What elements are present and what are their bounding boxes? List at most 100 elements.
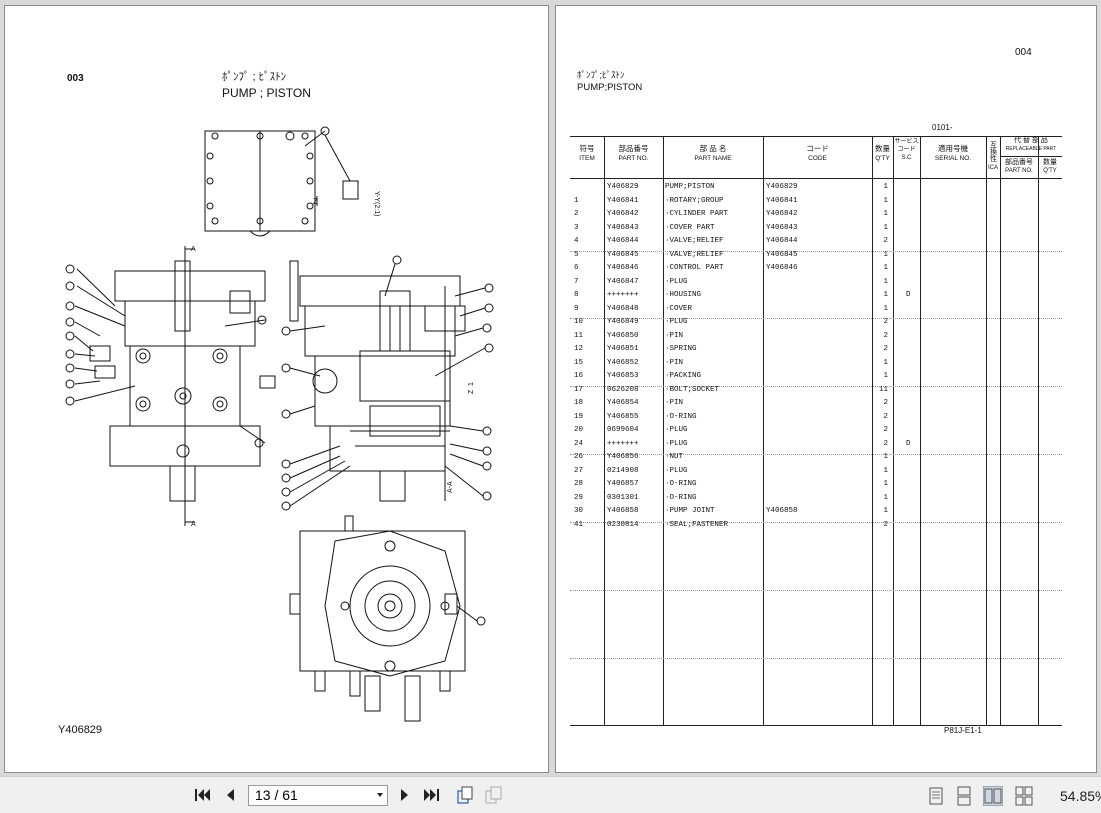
- part-no-cell: 0214908: [607, 466, 639, 475]
- part-name-cell: ·PIN: [665, 399, 684, 407]
- part-name-cell: ·CONTROL PART: [665, 264, 724, 272]
- zoom-level[interactable]: 54.85%: [1060, 788, 1101, 804]
- qty-cell: 1: [883, 480, 888, 488]
- part-name-cell: ·COVER: [665, 304, 693, 313]
- part-no-cell: Y406855: [607, 412, 639, 421]
- chevron-down-icon: [377, 793, 383, 797]
- left-title-japanese: ﾎﾟﾝﾌﾟ ; ﾋﾟｽﾄﾝ: [222, 71, 287, 83]
- part-name-cell: ·O-RING: [665, 412, 697, 421]
- qty-cell: 2: [883, 399, 888, 407]
- single-page-view-icon[interactable]: [926, 786, 946, 806]
- part-no-cell: Y406847: [607, 277, 639, 286]
- qty-cell: 2: [883, 331, 888, 340]
- viewer-toolbar: [0, 776, 1101, 813]
- item-cell: 3: [574, 223, 579, 232]
- top-cover-view: [204, 126, 359, 237]
- table-row: 7 Y406847 ·PLUG 1: [570, 277, 1062, 291]
- svg-text:Y-Y(2:1): Y-Y(2:1): [373, 191, 380, 216]
- part-no-cell: Y406850: [607, 331, 639, 340]
- item-cell: 27: [574, 466, 584, 475]
- item-cell: 24: [574, 439, 584, 448]
- qty-cell: 1: [883, 210, 888, 218]
- svg-text:A: A: [191, 521, 196, 528]
- item-cell: 9: [574, 304, 579, 313]
- part-no-cell: Y406849: [607, 318, 639, 326]
- item-cell: 26: [574, 453, 584, 461]
- page-indicator-text: 13 / 61: [255, 787, 298, 803]
- part-no-cell: Y406845: [607, 250, 639, 259]
- item-cell: 8: [574, 291, 579, 299]
- last-page-icon[interactable]: [422, 785, 442, 805]
- part-name-cell: ·PUMP JOINT: [665, 507, 715, 515]
- svg-text:Z: Z: [313, 197, 318, 206]
- document-code: P81J-E1-1: [944, 726, 982, 735]
- part-name-cell: ·PLUG: [665, 277, 688, 286]
- part-name-cell: ·COVER PART: [665, 223, 715, 232]
- part-name-cell: ·O-RING: [665, 480, 697, 488]
- item-cell: 1: [574, 196, 579, 205]
- part-name-cell: ·PIN: [665, 331, 684, 340]
- qty-cell: 1: [883, 264, 888, 272]
- part-name-cell: ·PACKING: [665, 372, 702, 380]
- rotate-disabled-icon[interactable]: [484, 785, 504, 805]
- item-cell: 10: [574, 318, 584, 326]
- qty-cell: 1: [883, 277, 888, 286]
- code-cell: Y406843: [766, 223, 798, 232]
- two-page-continuous-view-icon[interactable]: [1014, 786, 1034, 806]
- right-title-japanese: ﾎﾟﾝﾌﾟ;ﾋﾟｽﾄﾝ: [577, 70, 625, 80]
- svg-text:Z: Z: [468, 389, 475, 394]
- part-no-cell: +++++++: [607, 439, 639, 448]
- code-cell: Y406844: [766, 237, 798, 245]
- page-number-select[interactable]: 13 / 61: [248, 785, 388, 806]
- part-no-cell: 0699604: [607, 426, 639, 434]
- item-cell: 41: [574, 520, 584, 529]
- item-cell: 7: [574, 277, 579, 286]
- continuous-view-icon[interactable]: [954, 786, 974, 806]
- qty-cell: 2: [883, 426, 888, 434]
- item-cell: 18: [574, 399, 584, 407]
- part-name-cell: ·CYLINDER PART: [665, 210, 729, 218]
- part-no-cell: Y406852: [607, 358, 639, 367]
- prev-page-icon[interactable]: [220, 785, 240, 805]
- pump-exploded-drawing: Y-Y(2:1) Z: [65, 126, 494, 722]
- code-cell: Y406858: [766, 507, 798, 515]
- service-code-cell: D: [906, 291, 911, 299]
- part-name-cell: ·BOLT;SOCKET: [665, 385, 720, 394]
- part-no-cell: 0626208: [607, 385, 639, 394]
- part-no-cell: Y406854: [607, 399, 639, 407]
- item-cell: 2: [574, 210, 579, 218]
- item-cell: 12: [574, 345, 584, 353]
- item-cell: 19: [574, 412, 584, 421]
- first-page-icon[interactable]: [192, 785, 212, 805]
- rotate-icon[interactable]: [454, 785, 474, 805]
- code-cell: Y406846: [766, 264, 798, 272]
- code-cell: Y406841: [766, 196, 798, 205]
- qty-cell: 1: [883, 466, 888, 475]
- next-page-icon[interactable]: [395, 785, 415, 805]
- pump-section-view: [281, 255, 494, 511]
- part-no-cell: 0230814: [607, 520, 639, 529]
- svg-text:A-A: A-A: [447, 481, 454, 493]
- item-cell: 30: [574, 507, 584, 515]
- part-name-cell: ·PIN: [665, 358, 684, 367]
- item-cell: 16: [574, 372, 584, 380]
- two-page-view-icon[interactable]: [983, 786, 1003, 806]
